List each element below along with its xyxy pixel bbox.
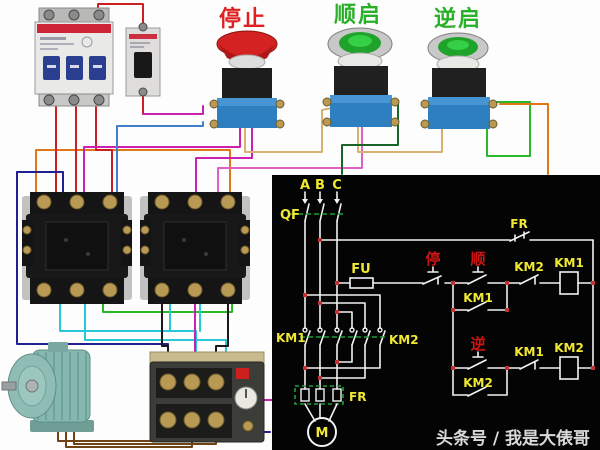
km2-main-label: KM2 [389, 333, 419, 347]
motor-shaft [1, 381, 17, 391]
fr-contact-label: FR [510, 217, 527, 231]
breaker-toggle [134, 52, 152, 78]
contactor-km2 [140, 192, 250, 304]
km1-main-label: KM1 [276, 331, 306, 345]
km2-hold-label: KM2 [463, 376, 493, 390]
forward-button-label: 顺启 [334, 2, 382, 28]
km1-coil [559, 271, 579, 295]
km2-coil-label: KM2 [554, 341, 584, 355]
motor [1, 342, 94, 432]
fr-heater-box [294, 385, 344, 405]
thermal-relay [149, 351, 265, 443]
wire-segment [499, 103, 549, 175]
schematic-panel: A B C QF FR FU 停 顺 KM1 KM2 KM1 [272, 175, 600, 450]
wire-segment [83, 123, 241, 237]
relay-reset-button [236, 368, 249, 379]
reverse-button: 逆启 [420, 6, 498, 129]
stop-button: 停止 [209, 6, 285, 129]
phase-a-label: A [300, 178, 310, 193]
main-contacts [300, 327, 386, 346]
forward-button: 顺启 [322, 2, 400, 127]
wire-segment [142, 105, 204, 115]
km2-coil [559, 356, 579, 380]
stop-contact-label: 停 [425, 250, 440, 268]
motor-symbol [307, 417, 337, 447]
wire-segment [244, 105, 343, 153]
km1-hold-label: KM1 [463, 291, 493, 305]
phase-c-label: C [332, 178, 342, 193]
schematic-background [272, 175, 600, 450]
fr-heater-label: FR [349, 390, 366, 404]
breaker-brand-band [37, 24, 111, 33]
contactor-km1 [22, 192, 132, 304]
wire-segment [35, 149, 231, 233]
motor-symbol-label: M [316, 426, 329, 441]
forward-contact-label: 顺 [470, 250, 485, 268]
junction-nodes [303, 238, 595, 380]
circuit-breaker-1p [125, 22, 161, 97]
wire-segment [486, 101, 531, 157]
km1-coil-label: KM1 [554, 256, 584, 270]
km2-interlock-label: KM2 [514, 260, 544, 274]
phase-b-label: B [315, 178, 325, 193]
stop-button-label: 停止 [219, 6, 267, 32]
circuit-breaker-3p [34, 7, 114, 107]
km1-interlock-label: KM1 [514, 345, 544, 359]
wire-segment [84, 303, 227, 361]
reverse-button-label: 逆启 [434, 6, 482, 32]
wire-segment [116, 121, 204, 237]
qf-label: QF [280, 208, 300, 223]
fuse-symbol [349, 277, 374, 289]
fu-label: FU [351, 262, 370, 277]
watermark-text: 头条号 / 我是大俵哥 [436, 428, 590, 449]
reverse-contact-label: 逆 [470, 335, 485, 353]
